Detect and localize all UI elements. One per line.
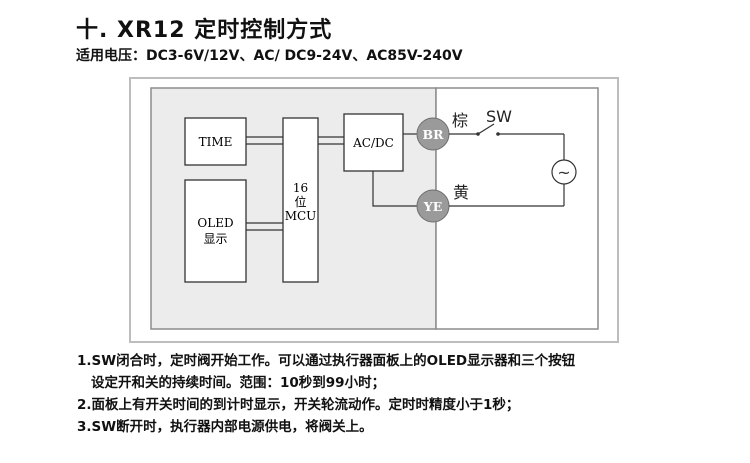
ac-source-icon (551, 159, 577, 185)
brown-wire (449, 123, 565, 160)
note-1-line-2: 设定开和关的持续时间。范围：10秒到99小时； (91, 375, 386, 391)
yellow-wire-label: 黄 (453, 183, 469, 202)
br-terminal-label: BR (423, 127, 445, 142)
page-title: 十. XR12 定时控制方式 (76, 18, 333, 43)
time-module-label: TIME (199, 135, 233, 149)
acdc-ye-wire (372, 171, 417, 207)
mcu-acdc-bus (318, 136, 344, 145)
yellow-wire (449, 184, 565, 207)
notes-list: 1.SW闭合时，定时阀开始工作。可以通过执行器面板上的OLED显示器和三个按钮 … (77, 350, 575, 438)
oled-display-label: 显示 (203, 232, 227, 246)
voltage-spec: 适用电压：DC3-6V/12V、AC/ DC9-24V、AC85V-240V (76, 48, 463, 64)
note-item-2: 2.面板上有开关时间的到计时显示，开关轮流动作。定时时精度小于1秒； (77, 394, 575, 416)
note-item-1: 1.SW闭合时，定时阀开始工作。可以通过执行器面板上的OLED显示器和三个按钮 … (77, 350, 575, 394)
note-item-3: 3.SW断开时，执行器内部电源供电，将阀关上。 (77, 416, 575, 438)
mcu-bits-label: 16 (293, 181, 308, 195)
time-mcu-bus (246, 136, 283, 145)
oled-module-label: OLED (197, 216, 233, 230)
note-2-line-1: 2.面板上有开关时间的到计时显示，开关轮流动作。定时时精度小于1秒； (77, 397, 520, 413)
mcu-label: MCU (285, 209, 317, 223)
note-1-line-1: 1.SW闭合时，定时阀开始工作。可以通过执行器面板上的OLED显示器和三个按钮 (77, 353, 576, 369)
mcu-unit-label: 位 (294, 194, 306, 209)
ye-terminal-label: YE (423, 199, 442, 214)
time-module (184, 117, 247, 166)
note-3-line-1: 3.SW断开时，执行器内部电源供电，将阀关上。 (77, 419, 373, 435)
acdc-module-label: AC/DC (352, 136, 394, 150)
ac-source-symbol: ~ (557, 163, 570, 182)
switch-label: SW (486, 107, 512, 126)
switch-contact-2 (496, 132, 500, 136)
brown-wire-label: 棕 (452, 111, 468, 130)
oled-mcu-bus (246, 222, 283, 231)
switch-contact-1 (476, 132, 480, 136)
external-area (435, 87, 599, 330)
mcu-module (282, 117, 319, 283)
oled-module (184, 179, 247, 283)
